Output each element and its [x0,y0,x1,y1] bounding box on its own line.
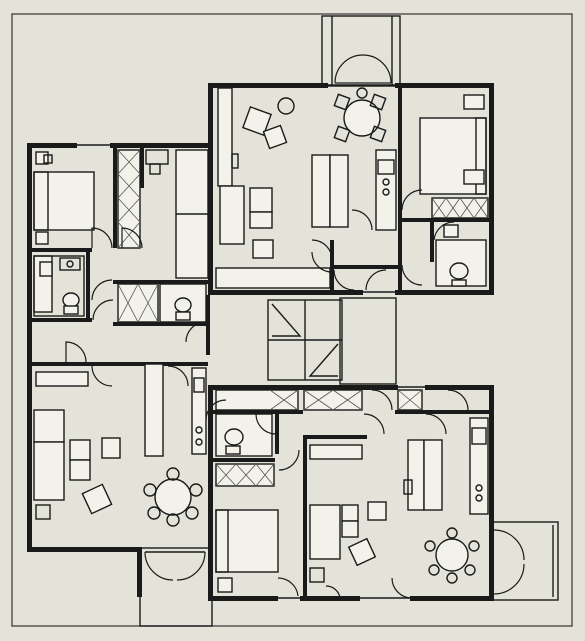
kitchen-left [144,363,207,457]
balcony-right [489,521,559,601]
bathroom-left [33,255,85,317]
living-top-centre [215,87,387,289]
wardrobe-bottom-centre [215,463,275,487]
balcony-bottom-left [139,547,213,627]
kitchen-top-centre [311,149,397,231]
balcony-top [321,15,401,87]
door-swings [65,189,469,599]
bed-left-unit [33,151,95,245]
stair-core [267,297,397,385]
wardrobe-top-right [431,197,489,219]
exterior-walls [27,83,494,601]
bathroom-bottom-centre [215,389,423,457]
living-left [33,371,203,527]
wardrobe-left [117,149,141,249]
kitchen-bottom-right [407,417,489,515]
closet-left [145,149,209,279]
bed-bottom-centre [215,509,279,593]
page-border [11,13,573,627]
living-bottom-right [309,444,480,584]
bed-top-right [419,94,487,195]
bathroom-top-right [435,224,487,287]
bathroom-centre-left [117,283,207,323]
window-openings [77,84,425,599]
